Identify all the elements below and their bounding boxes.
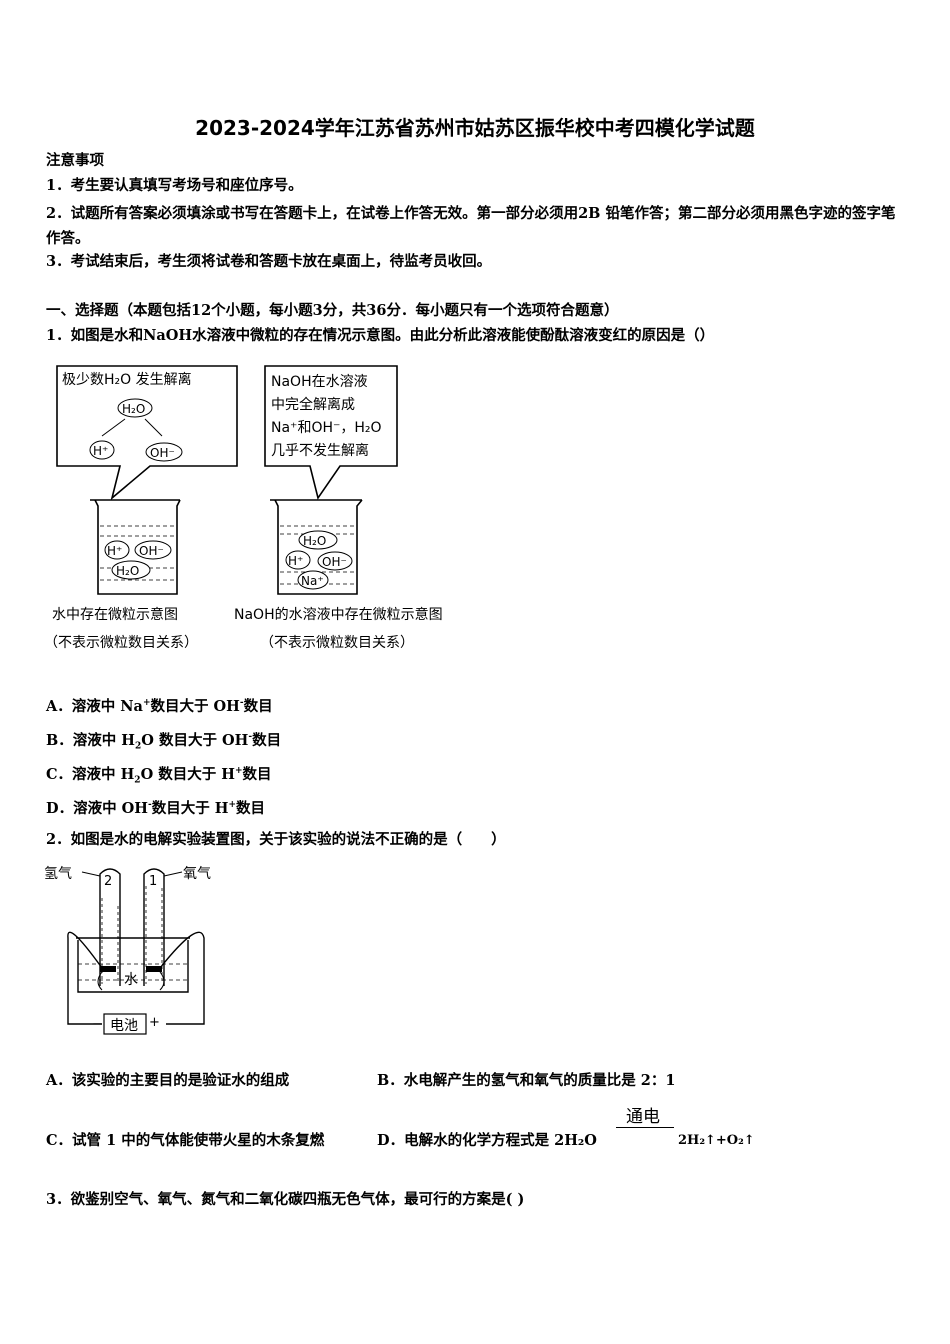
equation-condition: 通电 [626,1107,660,1127]
left-oh-label: OH⁻ [150,446,175,460]
left-h2o-label: H₂O [122,402,145,416]
battery-label: 电池 [110,1018,138,1034]
battery-minus: − [92,1017,103,1032]
q1-figure: 极少数H₂O 发生解离 H₂O H⁺ OH⁻ NaOH在水溶液 中完全解离成 N… [56,365,398,595]
q1-option-d[interactable]: D．溶液中 OH-数目大于 H+数目 [46,799,265,817]
beaker1-h: H⁺ [107,544,122,558]
q1-caption-2b: （不表示微粒数目关系） [260,635,414,651]
q2-stem: 2．如图是水的电解实验装置图，关于该实验的说法不正确的是（ ） [46,831,506,848]
left-box-label: 极少数H₂O 发生解离 [62,371,192,388]
q1-caption-1: 水中存在微粒示意图 [52,607,178,623]
beaker2-na: Na⁺ [301,574,324,588]
notice-item-2: 2．试题所有答案必须填涂或书写在答题卡上，在试卷上作答无效。第一部分必须用2B … [46,205,896,247]
tube-2-label: 2 [104,874,112,889]
tube-1-label: 1 [149,874,157,889]
beaker1-h2o: H₂O [116,564,139,578]
notice-item-3: 3．考试结束后，考生须将试卷和答题卡放在桌面上，待监考员收回。 [46,253,492,270]
q1-stem: 1．如图是水和NaOH水溶液中微粒的存在情况示意图。由此分析此溶液能使酚酞溶液变… [46,327,715,344]
right-box-line-2: 中完全解离成 [271,396,355,413]
right-box-line-1: NaOH在水溶液 [271,374,368,390]
water-label: 水 [124,972,138,988]
beaker2-h2o: H₂O [303,534,326,548]
notice-item-1: 1．考生要认真填写考场号和座位序号。 [46,177,303,194]
q3-stem: 3．欲鉴别空气、氧气、氮气和二氧化碳四瓶无色气体，最可行的方案是( ) [46,1191,525,1208]
equation-products: 2H₂↑+O₂↑ [678,1133,755,1148]
q2-option-c[interactable]: C．试管 1 中的气体能使带火星的木条复燃 [46,1132,325,1149]
left-h-label: H⁺ [93,444,108,458]
section-heading: 一、选择题（本题包括12个小题，每小题3分，共36分．每小题只有一个选项符合题意… [46,302,619,319]
q2-option-b[interactable]: B．水电解产生的氢气和氧气的质量比是 2：1 [377,1072,676,1089]
q1-option-b[interactable]: B．溶液中 H2O 数目大于 OH-数目 [46,731,282,752]
right-box-line-4: 几乎不发生解离 [271,442,369,459]
q1-option-a[interactable]: A．溶液中 Na+数目大于 OH-数目 [46,697,273,715]
hydrogen-label: 氢气 [44,866,72,882]
right-box-line-3: Na⁺和OH⁻，H₂O [271,420,382,436]
q2-option-a[interactable]: A．该实验的主要目的是验证水的组成 [46,1072,290,1089]
q1-option-c[interactable]: C．溶液中 H2O 数目大于 H+数目 [46,765,272,786]
q2-electrolysis-figure: 氢气 氧气 2 1 水 电池 − + [44,866,211,1035]
equation-arrow-line [616,1127,674,1128]
q2-option-d[interactable]: D．电解水的化学方程式是 2H₂O [377,1132,597,1149]
beaker2-oh: OH⁻ [322,555,347,569]
q1-caption-1b: （不表示微粒数目关系） [44,635,198,651]
notice-heading: 注意事项 [46,152,104,169]
q1-caption-2: NaOH的水溶液中存在微粒示意图 [234,607,443,623]
battery-plus: + [149,1015,160,1030]
oxygen-label: 氧气 [183,866,211,882]
beaker2-h: H⁺ [288,554,303,568]
beaker1-oh: OH⁻ [139,544,164,558]
page-title: 2023-2024学年江苏省苏州市姑苏区振华校中考四模化学试题 [195,116,755,140]
